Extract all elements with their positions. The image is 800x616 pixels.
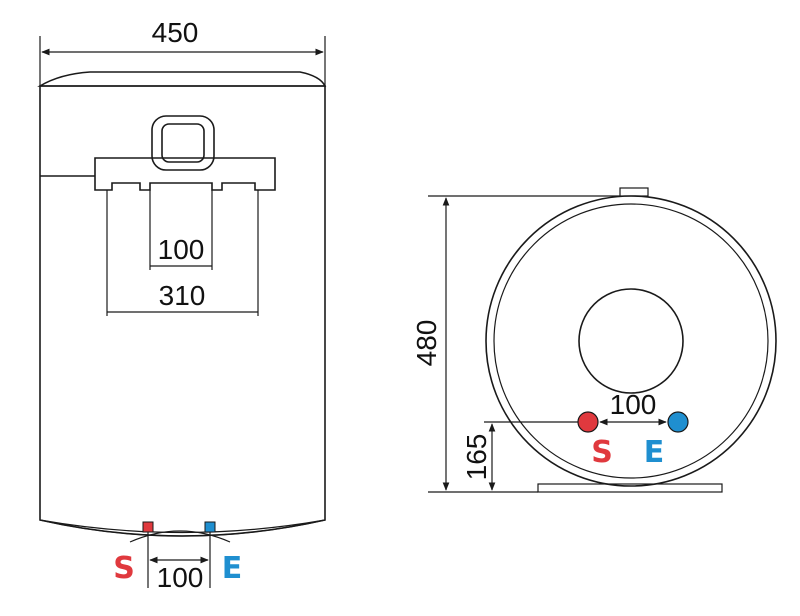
side-center-flange: [578, 288, 684, 394]
control-panel-inner: [161, 123, 205, 163]
tank-top-lid: [37, 71, 327, 87]
side-top-tab: [619, 187, 649, 197]
side-outer-disc: [485, 195, 777, 487]
front-inlet-label: E: [222, 551, 243, 586]
outlet-connector: [142, 521, 154, 533]
front-outlet-label: S: [113, 551, 135, 586]
overall-width-dimension: 450: [152, 17, 199, 48]
side-inner-ring: [493, 203, 769, 479]
bracket-inner-dimension: 100: [158, 234, 205, 265]
side-inlet-connector: [667, 411, 689, 433]
bottom-pipe-arc: [129, 530, 231, 543]
side-view: 100 S E 480 165: [411, 187, 777, 493]
side-outlet-connector: [577, 411, 599, 433]
bottom-spacing-dimension: 100: [157, 562, 204, 593]
connection-height-dimension: 165: [461, 434, 492, 481]
side-outlet-label: S: [591, 435, 613, 470]
control-panel-outer: [151, 115, 215, 171]
tank-bottom-cap: [39, 519, 326, 537]
inlet-connector: [204, 521, 216, 533]
side-spacing-dimension: 100: [610, 389, 657, 420]
mounting-bracket: [94, 157, 276, 191]
height-dimension: 480: [411, 320, 442, 367]
side-inlet-label: E: [644, 435, 665, 470]
bracket-outer-dimension: 310: [159, 280, 206, 311]
front-view: 100 310 450 100 S E: [37, 17, 327, 593]
tank-body: [39, 85, 326, 537]
side-base-plate: [537, 483, 723, 493]
